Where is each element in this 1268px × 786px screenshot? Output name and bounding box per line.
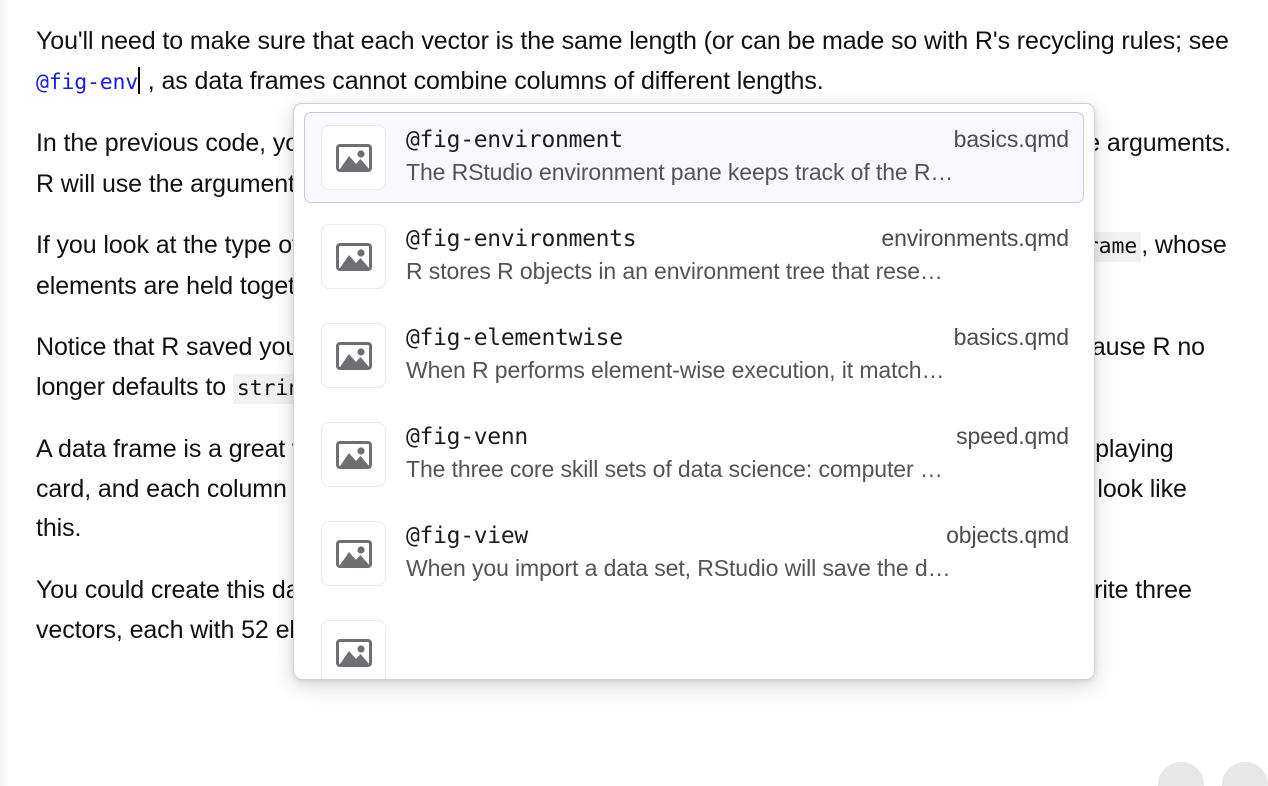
autocomplete-item[interactable]: @fig-environments environments.qmd R store… [304, 211, 1084, 302]
autocomplete-item-description: The three core skill sets of data scienc… [406, 456, 943, 482]
autocomplete-item-body [406, 620, 1069, 627]
autocomplete-item-description: When you import a data set, RStudio will… [406, 555, 951, 581]
autocomplete-item-file: speed.qmd [956, 423, 1069, 449]
autocomplete-item-header: @fig-environment basics.qmd [406, 126, 1069, 153]
paragraph[interactable]: You'll need to make sure that each vecto… [36, 22, 1232, 102]
autocomplete-item-description: When R performs element-wise execution, … [406, 357, 945, 383]
autocomplete-item-header: @fig-environments environments.qmd [406, 225, 1069, 252]
scroll-down-button[interactable] [1222, 762, 1268, 786]
autocomplete-item-file: basics.qmd [953, 324, 1069, 350]
image-icon [321, 125, 386, 190]
autocomplete-item-id: @fig-environment [406, 127, 623, 153]
autocomplete-item-body: @fig-environments environments.qmd R store… [406, 224, 1069, 285]
autocomplete-item-header: @fig-elementwise basics.qmd [406, 324, 1069, 351]
autocomplete-item-header: @fig-view objects.qmd [406, 522, 1069, 549]
image-icon [321, 323, 386, 388]
image-icon [321, 224, 386, 289]
paragraph-text: , as data frames cannot combine columns … [140, 66, 824, 95]
cross-reference-token[interactable]: @fig-env [36, 69, 138, 95]
autocomplete-item[interactable] [304, 607, 1084, 679]
image-icon [321, 422, 386, 487]
autocomplete-item-id: @fig-elementwise [406, 325, 623, 351]
text-cursor [137, 66, 140, 94]
image-icon [321, 521, 386, 586]
editor-left-gutter [0, 0, 9, 786]
image-icon [321, 620, 386, 679]
autocomplete-item-description: The RStudio environment pane keeps track… [406, 159, 954, 185]
autocomplete-item-id: @fig-venn [406, 424, 528, 450]
autocomplete-item-id: @fig-environments [406, 226, 637, 252]
autocomplete-item-description: R stores R objects in an environment tre… [406, 258, 943, 284]
paragraph-text: You'll need to make sure that each vecto… [36, 27, 1229, 55]
autocomplete-item-file: objects.qmd [946, 522, 1069, 548]
scroll-up-button[interactable] [1158, 762, 1204, 786]
autocomplete-item-file: environments.qmd [881, 225, 1069, 251]
autocomplete-item-header: @fig-venn speed.qmd [406, 423, 1069, 450]
autocomplete-item-file: basics.qmd [953, 126, 1069, 152]
autocomplete-item-id: @fig-view [406, 523, 528, 549]
